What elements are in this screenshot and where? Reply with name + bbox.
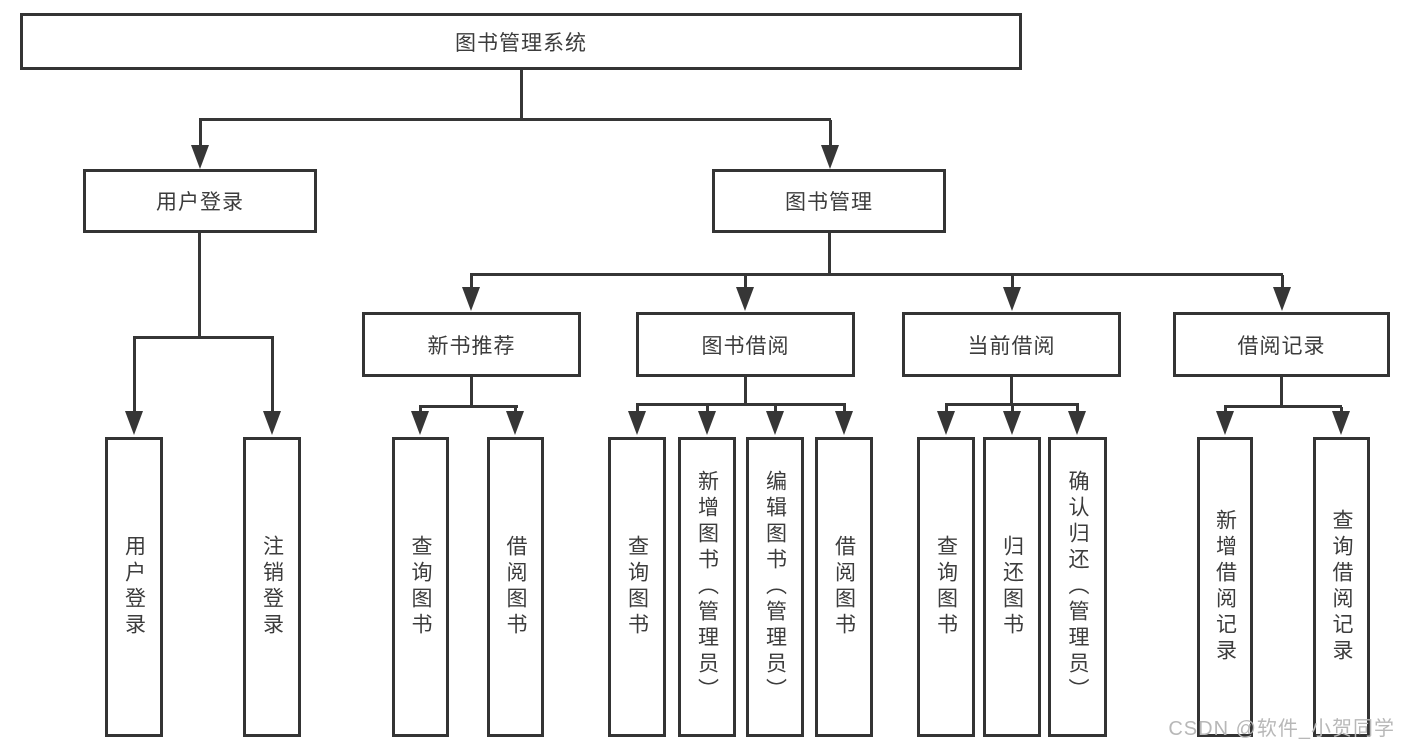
connector-current-borrowing-stem (1010, 377, 1013, 405)
connector-user-login-stem (198, 233, 201, 336)
leaf-nbr-borrow-books: 借阅图书 (487, 437, 544, 737)
leaf-bb-edit-books-admin-label: 编辑图书（管理员） (763, 470, 787, 704)
node-root: 图书管理系统 (20, 13, 1022, 70)
node-book-management-label: 图书管理 (785, 191, 873, 214)
arrow-to-book-management (821, 120, 839, 169)
arrow-leaf-br-2 (1332, 407, 1350, 435)
node-book-management: 图书管理 (712, 169, 946, 233)
leaf-bb-edit-books-admin: 编辑图书（管理员） (746, 437, 804, 737)
csdn-watermark: CSDN @软件_小贺同学 (1168, 718, 1395, 740)
connector-borrow-records-stem (1280, 377, 1283, 407)
arrow-to-new-book-recommend (462, 275, 480, 311)
leaf-br-query-record: 查询借阅记录 (1313, 437, 1370, 737)
connector-user-login-hline (133, 336, 274, 339)
leaf-br-add-record-label: 新增借阅记录 (1213, 509, 1237, 665)
connector-book-borrowing-hline (636, 403, 846, 406)
leaf-cb-confirm-return-admin: 确认归还（管理员） (1048, 437, 1107, 737)
arrow-leaf-nbr-1 (411, 407, 429, 435)
leaf-user-login: 用户登录 (105, 437, 163, 737)
leaf-cb-return-books: 归还图书 (983, 437, 1041, 737)
leaf-bb-query-books-label: 查询图书 (625, 535, 649, 639)
connector-book-management-stem (828, 233, 831, 275)
arrow-to-borrow-records (1273, 275, 1291, 311)
node-book-borrowing: 图书借阅 (636, 312, 855, 377)
connector-book-borrowing-stem (744, 377, 747, 405)
arrow-leaf-cb-1 (937, 405, 955, 435)
node-borrow-records-label: 借阅记录 (1237, 334, 1326, 358)
connector-level2-hline (199, 118, 831, 121)
connector-new-book-recommend-hline (419, 405, 518, 408)
connector-root-stem (520, 70, 523, 119)
leaf-user-login-label: 用户登录 (122, 535, 146, 639)
arrow-to-leaf-logout (263, 338, 281, 435)
arrow-leaf-bb-4 (835, 405, 853, 435)
arrow-to-leaf-user-login (125, 338, 143, 435)
node-new-book-recommend-label: 新书推荐 (427, 334, 516, 358)
leaf-nbr-query-books-label: 查询图书 (409, 535, 432, 639)
node-new-book-recommend: 新书推荐 (362, 312, 581, 377)
leaf-bb-query-books: 查询图书 (608, 437, 666, 737)
arrow-leaf-cb-3 (1068, 405, 1086, 435)
leaf-bb-borrow-books-label: 借阅图书 (832, 535, 856, 639)
arrow-leaf-nbr-2 (506, 407, 524, 435)
leaf-br-add-record: 新增借阅记录 (1197, 437, 1253, 737)
leaf-bb-add-books-admin: 新增图书（管理员） (678, 437, 736, 737)
node-user-login: 用户登录 (83, 169, 317, 233)
arrow-leaf-bb-3 (766, 405, 784, 435)
leaf-bb-add-books-admin-label: 新增图书（管理员） (695, 470, 719, 704)
leaf-cb-confirm-return-admin-label: 确认归还（管理员） (1066, 470, 1089, 704)
node-current-borrowing-label: 当前借阅 (967, 334, 1056, 358)
connector-level3-hline (470, 273, 1283, 276)
arrow-to-current-borrowing (1003, 275, 1021, 311)
leaf-logout-label: 注销登录 (260, 535, 284, 639)
node-user-login-label: 用户登录 (156, 191, 244, 214)
connector-new-book-recommend-stem (470, 377, 473, 407)
arrow-leaf-br-1 (1216, 407, 1234, 435)
leaf-br-query-record-label: 查询借阅记录 (1330, 509, 1353, 665)
leaf-bb-borrow-books: 借阅图书 (815, 437, 873, 737)
leaf-nbr-borrow-books-label: 借阅图书 (504, 535, 527, 639)
connector-borrow-records-hline (1224, 405, 1342, 408)
leaf-nbr-query-books: 查询图书 (392, 437, 449, 737)
leaf-cb-query-books: 查询图书 (917, 437, 975, 737)
arrow-to-book-borrowing (736, 275, 754, 311)
arrow-leaf-bb-1 (628, 405, 646, 435)
node-borrow-records: 借阅记录 (1173, 312, 1390, 377)
node-book-borrowing-label: 图书借阅 (701, 334, 790, 358)
connector-current-borrowing-hline (945, 403, 1079, 406)
arrow-leaf-bb-2 (698, 405, 716, 435)
leaf-cb-return-books-label: 归还图书 (1000, 535, 1024, 639)
leaf-cb-query-books-label: 查询图书 (934, 535, 958, 639)
arrow-leaf-cb-2 (1003, 405, 1021, 435)
leaf-logout: 注销登录 (243, 437, 301, 737)
node-root-label: 图书管理系统 (455, 31, 587, 55)
arrow-to-user-login (191, 120, 209, 169)
node-current-borrowing: 当前借阅 (902, 312, 1121, 377)
